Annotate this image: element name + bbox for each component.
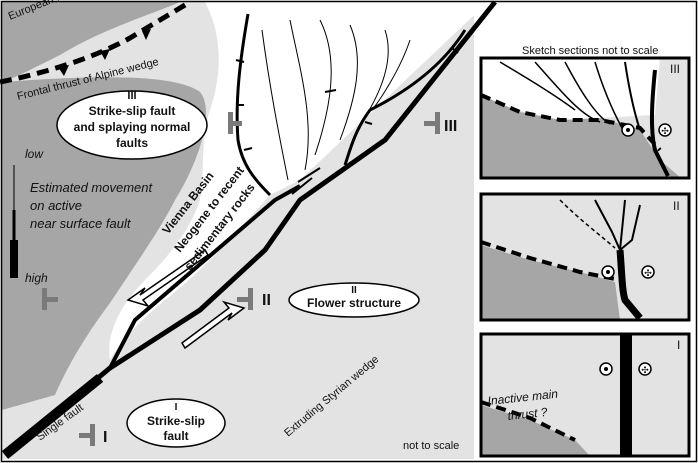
section-marker-i: I (79, 424, 107, 446)
en-echelon-2 (291, 177, 313, 195)
section-label-i: I (103, 429, 107, 446)
panel-ii-label: II (673, 199, 680, 213)
inactive-thrust-label-2: thrust ? (507, 405, 549, 423)
svg-text:✣: ✣ (644, 268, 652, 278)
fault-tick-6 (324, 89, 337, 93)
splay-fault-4 (339, 24, 358, 141)
legend-low: low (25, 147, 44, 161)
fault-tick-4 (451, 47, 459, 54)
callout-iii-line3: faults (116, 136, 148, 150)
single-fault-segment (1, 374, 104, 459)
fault-tick-5 (364, 121, 373, 125)
motion-arrow-west (126, 248, 210, 308)
splay-fault-2 (289, 19, 309, 171)
vienna-basin-area (109, 2, 489, 360)
legend-caption-3: near surface fault (30, 216, 132, 231)
basin-normal-fault-east (343, 29, 467, 166)
callout-ii-line1: Flower structure (307, 296, 401, 310)
motion-arrow-east (181, 300, 246, 350)
svg-text:✣: ✣ (661, 126, 669, 136)
callout-i-line1: Strike-slip (147, 414, 205, 428)
vertical-fault (620, 334, 632, 456)
callout-i-line2: fault (163, 429, 188, 443)
legend-high: high (25, 271, 48, 285)
callout-iii: III Strike-slip fault and splaying norma… (56, 90, 208, 160)
panel-i-label: I (677, 338, 680, 352)
basin-western-fault (108, 184, 301, 369)
not-to-scale-label: not to scale (403, 440, 459, 452)
legend-caption-2: on active (30, 198, 82, 213)
fault-tick-1 (235, 59, 245, 63)
callout-ii-numeral: II (351, 285, 357, 296)
splay-fault-1 (261, 29, 289, 181)
splay-fault-6 (371, 39, 411, 111)
legend: low high Estimated movement on active ne… (10, 147, 153, 285)
section-label-iii: III (444, 118, 457, 135)
thrust-tooth-2 (100, 49, 110, 60)
thrust-tooth-3 (142, 29, 151, 40)
panel-iii: ✣ III (479, 56, 691, 180)
splay-fault-5 (359, 29, 389, 126)
section-marker-left (42, 288, 58, 310)
panel-ii: ✣ II (479, 192, 691, 322)
fault-tick-3 (243, 147, 253, 151)
callout-ii: II Flower structure (288, 282, 420, 318)
motion-in-icon (658, 123, 672, 137)
section-marker-ii: II (237, 288, 271, 310)
legend-caption-1: Estimated movement (30, 180, 153, 195)
callout-iii-line2: and splaying normal (74, 120, 191, 134)
callout-i: I Strike-slip fault (126, 398, 226, 448)
motion-in-icon-2 (641, 265, 655, 279)
thrust-tooth-1 (58, 65, 69, 76)
splay-fault-3 (314, 19, 332, 156)
en-echelon-1 (297, 167, 321, 183)
basin-normal-fault-west (235, 13, 272, 197)
callout-i-numeral: I (175, 402, 178, 413)
section-marker-iii-west (228, 112, 242, 134)
callout-iii-numeral: III (127, 90, 136, 102)
panel-i: ✣ Inactive main thrust ? I (479, 332, 691, 458)
motion-in-icon-3 (638, 362, 652, 376)
section-marker-iii: III (424, 112, 457, 135)
european-foreland-area (2, 2, 180, 82)
section-label-ii: II (262, 292, 271, 309)
sketch-title: Sketch sections not to scale (522, 45, 658, 57)
panel-iii-label: III (670, 62, 680, 76)
left-dark-area (2, 77, 206, 411)
callout-iii-line1: Strike-slip fault (89, 104, 176, 118)
svg-text:✣: ✣ (641, 365, 649, 375)
